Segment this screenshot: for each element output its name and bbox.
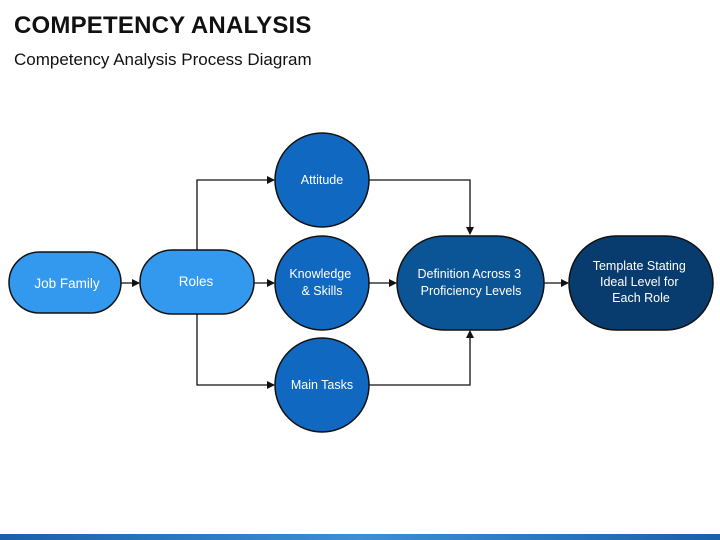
node-main-tasks: Main Tasks <box>274 337 370 433</box>
svg-text:Definition Across 3 Prof: Definition Across 3 Proficiency Levels <box>417 267 524 298</box>
node-definition: Definition Across 3 Proficiency Levels <box>396 235 545 331</box>
svg-text:Main Tasks: Main Tasks <box>291 378 353 392</box>
page-subtitle: Competency Analysis Process Diagram <box>14 50 312 69</box>
svg-text:Template Stating Ideal L: Template Stating Ideal Level for Each Ro… <box>593 259 690 305</box>
arrow-attitude-to-definition <box>369 179 474 235</box>
footer-accent-bar <box>0 534 720 540</box>
node-template: Template Stating Ideal Level for Each Ro… <box>568 235 714 331</box>
main-tasks-shape <box>274 337 370 433</box>
attitude-label: Attitude <box>301 173 343 187</box>
knowledge-skills-label-line2: & Skills <box>302 284 343 298</box>
page-title: COMPETENCY ANALYSIS <box>14 12 312 39</box>
svg-text:Roles: Roles <box>179 274 214 289</box>
arrow-maintasks-to-definition <box>369 330 474 386</box>
svg-text:Knowledge & Skills: Knowledge & Skills <box>289 267 354 298</box>
main-tasks-label: Main Tasks <box>291 378 353 392</box>
roles-label: Roles <box>179 274 214 289</box>
job-family-shape <box>8 251 122 314</box>
node-knowledge-skills: Knowledge & Skills <box>274 235 370 331</box>
svg-text:Job Family: Job Family <box>34 276 100 291</box>
job-family-label: Job Family <box>34 276 100 291</box>
template-label-line3: Each Role <box>612 291 670 305</box>
template-label-line2: Ideal Level for <box>600 275 679 289</box>
arrow-roles-to-attitude <box>196 176 275 250</box>
definition-label-line1: Definition Across 3 <box>417 267 521 281</box>
knowledge-skills-label-line1: Knowledge <box>289 267 351 281</box>
node-attitude: Attitude <box>274 132 370 228</box>
template-shape <box>568 235 714 331</box>
template-label-line1: Template Stating <box>593 259 686 273</box>
definition-label-line2: Proficiency Levels <box>421 284 522 298</box>
svg-text:Attitude: Attitude <box>301 173 343 187</box>
attitude-shape <box>274 132 370 228</box>
roles-shape <box>139 249 255 315</box>
connectors <box>121 176 569 389</box>
arrow-roles-to-maintasks <box>196 314 275 389</box>
knowledge-skills-shape <box>274 235 370 331</box>
node-roles: Roles <box>139 249 255 315</box>
definition-shape <box>396 235 545 331</box>
node-job-family: Job Family <box>8 251 122 314</box>
